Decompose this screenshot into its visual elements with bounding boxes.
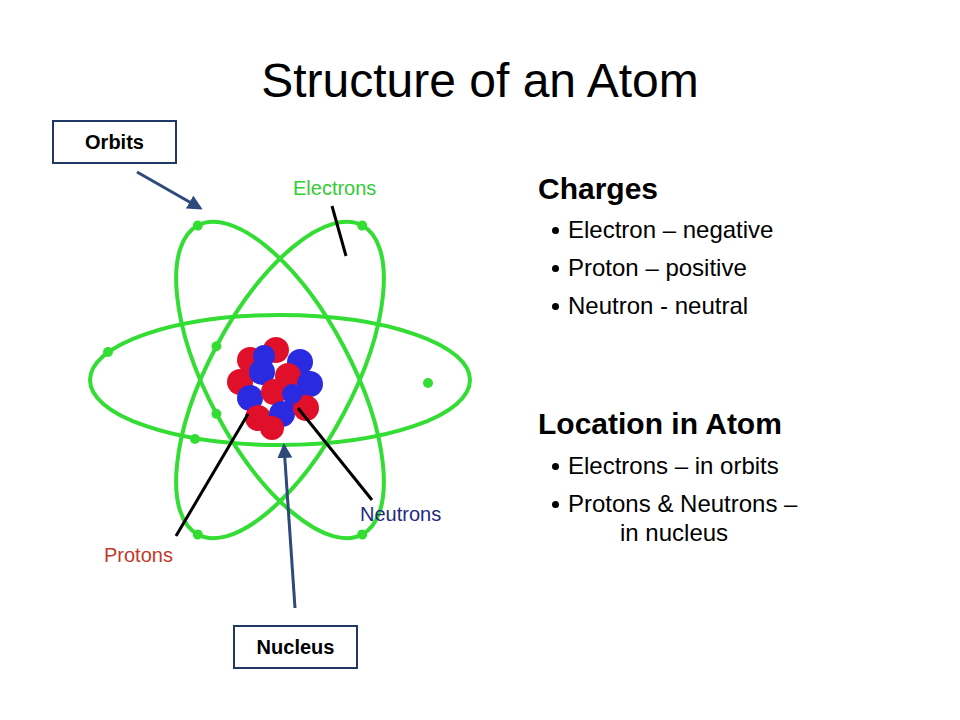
section-heading: Charges bbox=[538, 171, 658, 207]
electron-orbits bbox=[90, 185, 470, 575]
bullet-dot bbox=[552, 463, 559, 470]
leader-lines bbox=[176, 206, 372, 536]
bullet-text: Electrons – in orbits bbox=[568, 452, 779, 481]
callout-box: Nucleus bbox=[233, 625, 358, 669]
part-label: Neutrons bbox=[360, 502, 441, 526]
pointer-arrows bbox=[137, 172, 295, 608]
section-heading: Location in Atom bbox=[538, 406, 782, 442]
bullet-text: Protons & Neutrons – in nucleus bbox=[568, 490, 810, 548]
callout-text: Nucleus bbox=[257, 635, 335, 659]
orbit bbox=[90, 315, 470, 445]
bullet-text: Neutron - neutral bbox=[568, 292, 748, 321]
callout-box: Orbits bbox=[52, 120, 177, 164]
slide-title: Structure of an Atom bbox=[0, 52, 960, 110]
bullet-text: Electron – negative bbox=[568, 216, 773, 245]
bullet-dot bbox=[552, 303, 559, 310]
callout-text: Orbits bbox=[85, 130, 144, 154]
bullet-dot bbox=[552, 227, 559, 234]
bullet-text: Proton – positive bbox=[568, 254, 747, 283]
part-label: Electrons bbox=[293, 176, 376, 200]
bullet-dot bbox=[552, 265, 559, 272]
part-label: Protons bbox=[104, 543, 173, 567]
bullet-dot bbox=[552, 501, 559, 508]
